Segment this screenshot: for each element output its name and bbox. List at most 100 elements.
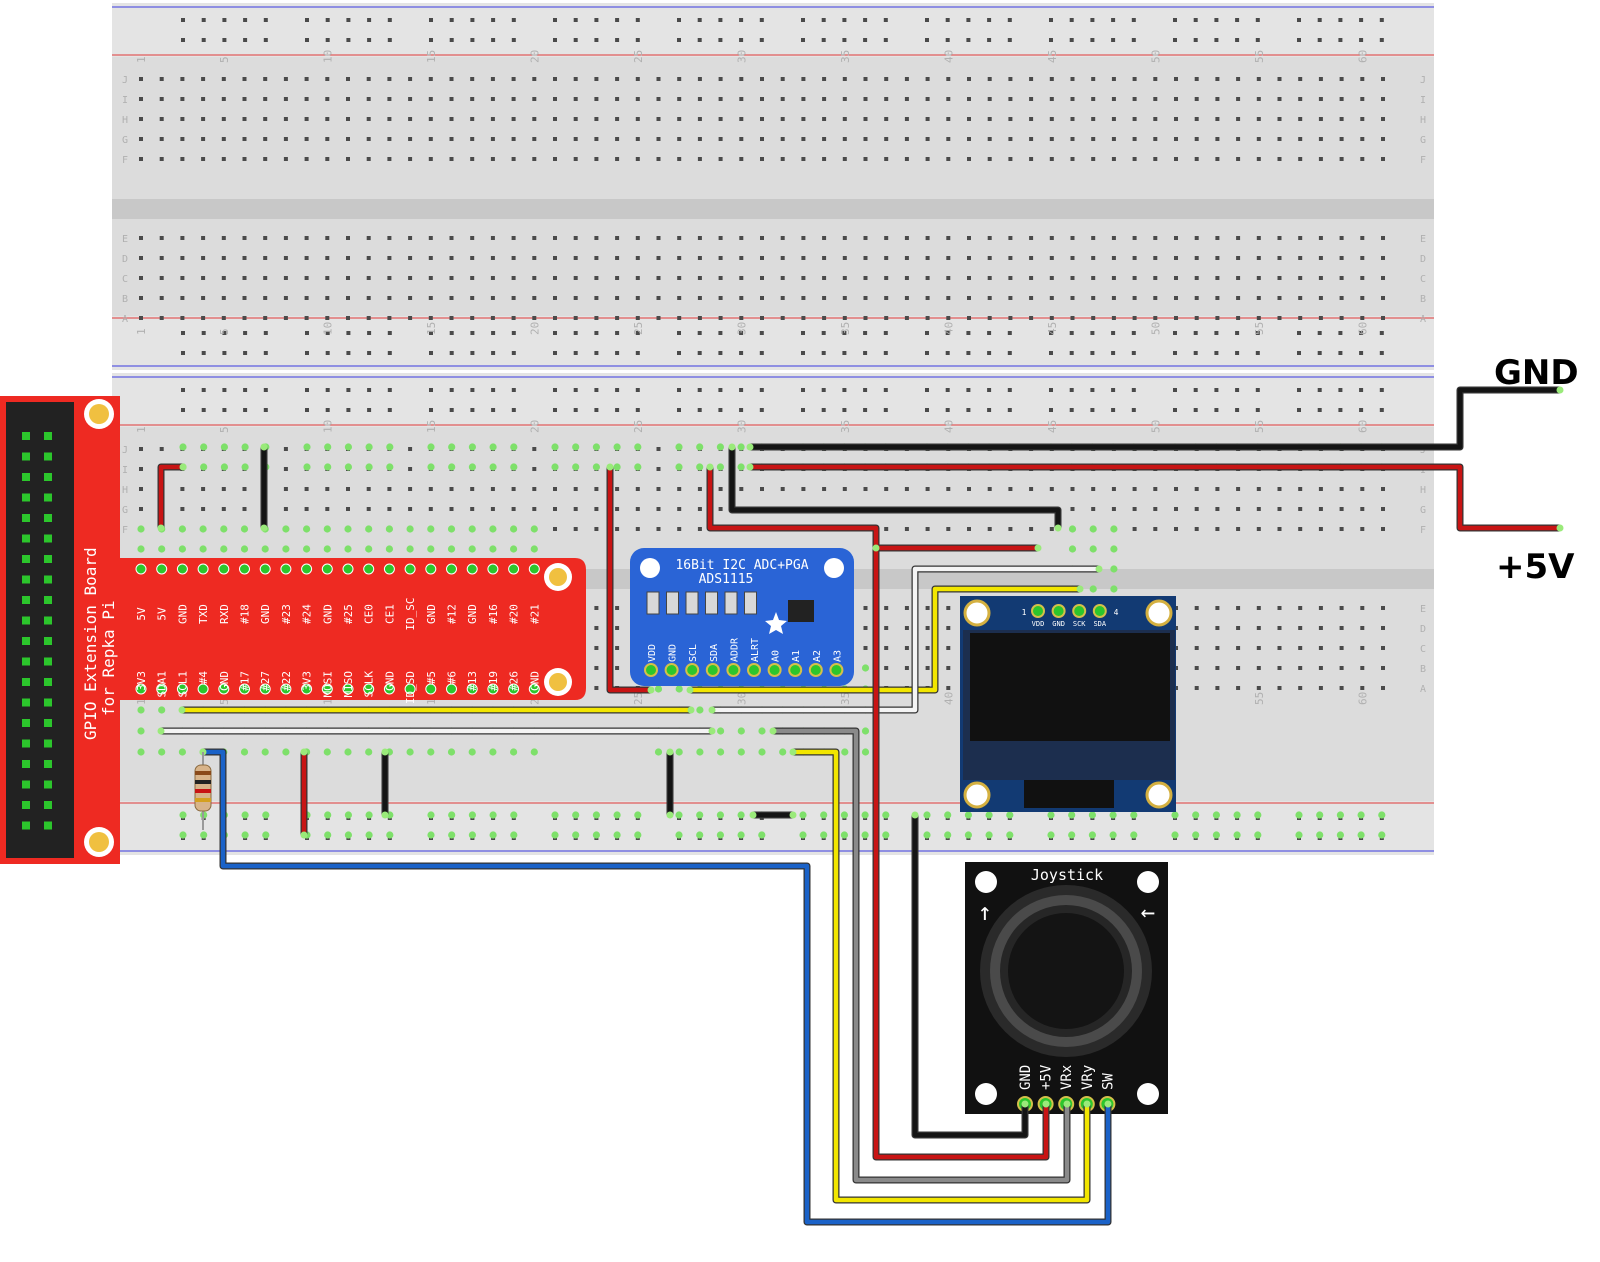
- breadboard-upper-hole: [1049, 256, 1054, 260]
- breadboard-upper-rail-hole: [1255, 331, 1260, 335]
- breadboard-upper-hole: [325, 256, 330, 260]
- breadboard-upper-hole: [1360, 276, 1365, 280]
- ads-pin: [644, 663, 658, 677]
- oled-screen: [970, 633, 1170, 741]
- breadboard-upper-rail-hole: [491, 351, 496, 355]
- breadboard-upper-hole: [1091, 137, 1096, 141]
- oled-ribbon: [1024, 780, 1114, 808]
- oled-pin-label: SCK: [1073, 620, 1086, 628]
- breadboard-upper-rail-hole: [1214, 38, 1219, 42]
- breadboard-upper-hole: [159, 236, 164, 240]
- breadboard-upper-row-letter: F: [1420, 155, 1426, 166]
- breadboard-upper-rail-hole: [842, 38, 847, 42]
- breadboard-upper-column-number: 10: [321, 50, 334, 63]
- joystick-vrx-wire-end: [1063, 1100, 1071, 1108]
- breadboard-upper-hole: [739, 236, 744, 240]
- breadboard-upper-hole: [1339, 236, 1344, 240]
- oled-pin: [1072, 604, 1087, 618]
- breadboard-lower-hole: [553, 527, 557, 531]
- breadboard-upper-hole: [1360, 117, 1365, 121]
- breadboard-upper-hole: [1132, 296, 1137, 300]
- active-hole: [1109, 831, 1117, 839]
- breadboard-lower-rail-hole: [759, 408, 764, 412]
- breadboard-upper-hole: [677, 77, 682, 81]
- breadboard-upper-hole: [1091, 77, 1096, 81]
- breadboard-lower-rail-hole: [1069, 408, 1074, 412]
- gpio-bottom-pin-label: #6: [446, 671, 459, 684]
- breadboard-upper-hole: [242, 77, 247, 81]
- breadboard-upper-rail-hole: [697, 18, 702, 22]
- breadboard-upper-hole: [387, 137, 392, 141]
- breadboard-upper-hole: [822, 157, 827, 161]
- active-hole: [365, 811, 373, 819]
- breadboard-upper-hole: [1029, 296, 1034, 300]
- breadboard-upper-hole: [739, 97, 744, 101]
- breadboard-lower-hole: [1111, 507, 1116, 511]
- breadboard-upper-rail-hole: [635, 38, 640, 42]
- breadboard-lower-rail-hole: [1090, 388, 1095, 392]
- breadboard-upper-hole: [967, 97, 971, 101]
- breadboard-upper-rail-hole: [429, 38, 433, 42]
- breadboard-lower-rail-hole: [201, 388, 206, 392]
- breadboard-upper-hole: [739, 256, 744, 260]
- breadboard-upper-hole: [1277, 316, 1282, 320]
- breadboard-upper-hole: [967, 117, 971, 121]
- breadboard-lower-hole: [1277, 626, 1282, 630]
- breadboard-upper-hole: [1091, 316, 1096, 320]
- breadboard-upper-hole: [159, 137, 164, 141]
- breadboard-lower-rail-hole: [491, 408, 496, 412]
- gpio-5v-rail-wire-end: [157, 524, 165, 532]
- breadboard-upper-rail-hole: [863, 351, 868, 355]
- breadboard-lower-column-number: 20: [528, 420, 541, 433]
- oled-vdd-rail-wire-end: [1034, 544, 1042, 552]
- breadboard-upper-hole: [1049, 117, 1054, 121]
- breadboard-upper-rail-hole: [966, 38, 971, 42]
- active-hole: [840, 831, 849, 839]
- breadboard-upper-hole: [925, 117, 930, 121]
- ads-gnd-rail-wire-end: [666, 811, 674, 819]
- breadboard-upper-hole: [1008, 157, 1013, 161]
- breadboard-lower-column-number: 5: [218, 426, 231, 433]
- gpio-header-pin: [44, 698, 52, 707]
- breadboard-lower-hole: [594, 646, 599, 650]
- active-hole: [1068, 831, 1076, 839]
- breadboard-upper-hole: [159, 77, 164, 81]
- active-hole: [406, 525, 414, 533]
- active-hole: [468, 463, 476, 471]
- mount-hole: [640, 558, 660, 578]
- breadboard-upper-rail-hole: [759, 331, 764, 335]
- breadboard-upper-hole: [387, 117, 392, 121]
- breadboard-upper-hole: [283, 256, 288, 260]
- breadboard-lower-hole: [573, 527, 578, 531]
- breadboard-upper-hole: [1256, 316, 1261, 320]
- breadboard-upper-rail-hole: [222, 38, 227, 42]
- breadboard-lower-hole: [490, 507, 495, 511]
- breadboard-upper-rail-hole: [697, 351, 702, 355]
- breadboard-upper-hole: [180, 77, 185, 81]
- breadboard-lower-hole: [242, 487, 247, 491]
- breadboard-upper-rail-hole: [1359, 331, 1364, 335]
- active-hole: [1336, 811, 1344, 819]
- breadboard-upper-hole: [1277, 256, 1282, 260]
- breadboard-upper-rail-hole: [1131, 331, 1136, 335]
- breadboard-lower-column-number: 10: [321, 420, 334, 433]
- active-hole: [861, 727, 870, 735]
- breadboard-lower-hole: [594, 666, 599, 670]
- bottom-rail-5v-wire-end: [300, 748, 308, 756]
- breadboard-upper-hole: [1215, 296, 1220, 300]
- breadboard-lower-rail-hole: [181, 408, 185, 412]
- breadboard-upper-hole: [925, 276, 930, 280]
- breadboard-upper-rail-hole: [1069, 331, 1074, 335]
- breadboard-upper-row-letter: C: [122, 274, 128, 285]
- plus5v-label: +5V: [1496, 547, 1575, 587]
- breadboard-upper-hole: [242, 296, 247, 300]
- breadboard-upper-rail-hole: [759, 38, 764, 42]
- active-hole: [1047, 831, 1055, 839]
- breadboard-upper-rail-hole: [945, 331, 950, 335]
- breadboard-lower-rail-hole: [1297, 388, 1301, 392]
- gpio-bottom-pin: [383, 683, 395, 695]
- breadboard-upper-hole: [677, 97, 682, 101]
- active-hole: [696, 443, 704, 451]
- breadboard-upper-hole: [159, 157, 164, 161]
- gpio-header-pin: [22, 596, 30, 604]
